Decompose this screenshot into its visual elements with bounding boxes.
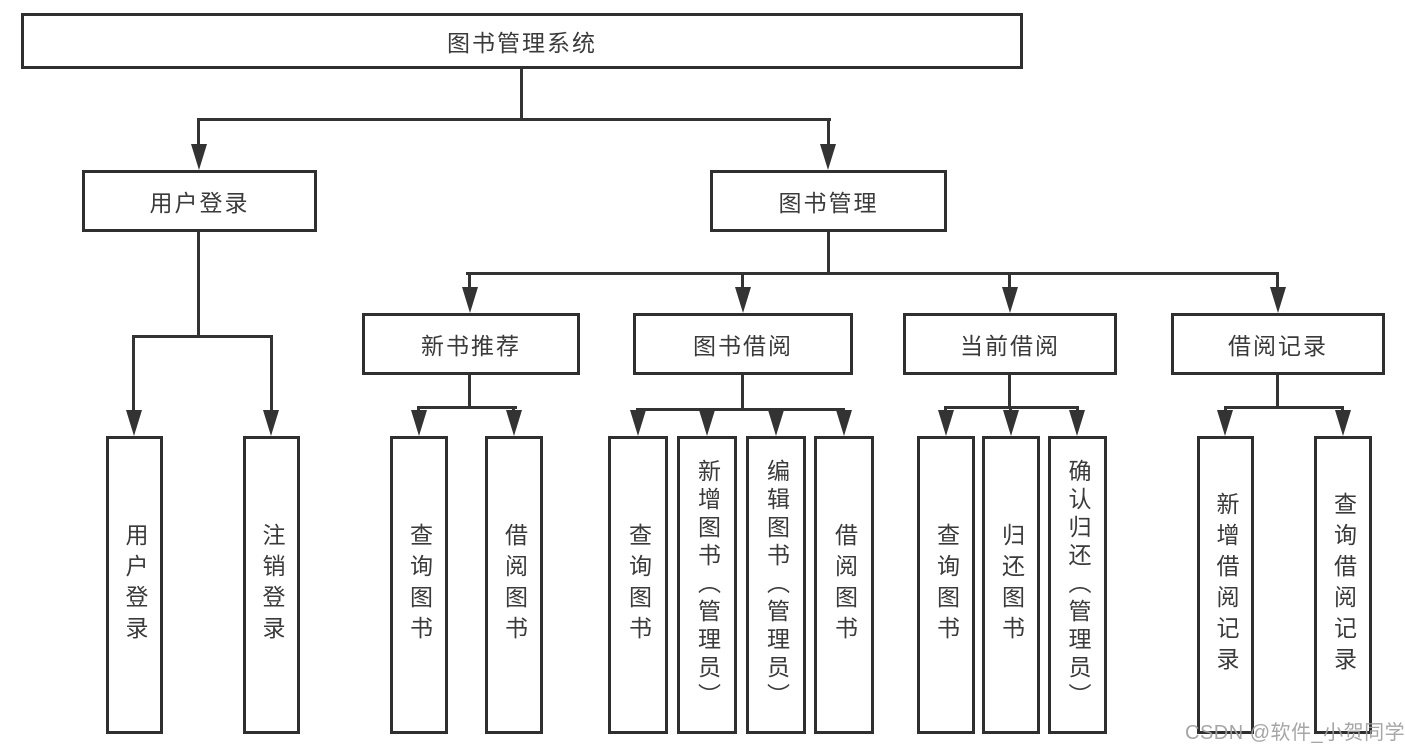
leaf-return-books-label: 归还图书 bbox=[998, 523, 1025, 647]
connector-hline-new-book-recommend bbox=[417, 406, 517, 409]
leaf-add-borrow-record-label: 新增借阅记录 bbox=[1213, 492, 1239, 678]
leaf-return-books: 归还图书 bbox=[982, 436, 1040, 734]
connector-stem-borrow-record bbox=[1276, 375, 1279, 409]
connector-drop-borrow-record bbox=[1276, 272, 1279, 292]
arrow-down-borrow-record bbox=[1270, 287, 1286, 313]
arrow-down-cb-confirm bbox=[1069, 410, 1085, 436]
leaf-add-books-admin: 新增图书（管理员） bbox=[677, 436, 737, 734]
arrow-down-cb-query bbox=[938, 410, 954, 436]
leaf-user-login: 用户登录 bbox=[106, 436, 163, 734]
connector-stem-new-book-recommend bbox=[468, 375, 471, 409]
leaf-borrow-books: 借阅图书 bbox=[814, 436, 874, 734]
leaf-query-borrow-record: 查询借阅记录 bbox=[1314, 436, 1372, 734]
connector-drop-current-borrow bbox=[1008, 272, 1011, 292]
arrow-down-user-login-leaf bbox=[126, 410, 142, 436]
arrow-down-recommend-query bbox=[411, 410, 427, 436]
node-book-management-label: 图书管理 bbox=[778, 190, 879, 216]
node-user-login: 用户登录 bbox=[82, 170, 317, 232]
connector-stem-book-management bbox=[827, 232, 830, 275]
leaf-add-books-admin-label: 新增图书（管理员） bbox=[694, 459, 721, 711]
leaf-current-query-books: 查询图书 bbox=[917, 436, 975, 734]
leaf-edit-books-admin: 编辑图书（管理员） bbox=[746, 436, 806, 734]
arrow-down-bb-query bbox=[630, 410, 646, 436]
connector-drop-book-management bbox=[827, 118, 830, 148]
connector-hline-borrow-record bbox=[1224, 406, 1344, 409]
leaf-borrow-books-label: 借阅图书 bbox=[831, 523, 858, 647]
node-root-label: 图书管理系统 bbox=[447, 30, 597, 56]
arrow-down-logout-leaf bbox=[263, 410, 279, 436]
node-new-book-recommend: 新书推荐 bbox=[362, 313, 580, 375]
connector-drop-user-login-leaf bbox=[132, 335, 135, 412]
arrow-down-new-book-recommend bbox=[462, 287, 478, 313]
connector-drop-book-borrow bbox=[741, 272, 744, 292]
node-borrow-record: 借阅记录 bbox=[1171, 313, 1385, 375]
leaf-borrow-query-books: 查询图书 bbox=[608, 436, 668, 734]
leaf-borrow-query-books-label: 查询图书 bbox=[625, 523, 652, 647]
arrow-down-bb-edit bbox=[768, 410, 784, 436]
arrow-down-bb-add bbox=[699, 410, 715, 436]
leaf-recommend-borrow-books-label: 借阅图书 bbox=[501, 523, 528, 647]
leaf-confirm-return-admin: 确认归还（管理员） bbox=[1048, 436, 1107, 734]
node-book-borrow-label: 图书借阅 bbox=[693, 333, 793, 359]
leaf-add-borrow-record: 新增借阅记录 bbox=[1197, 436, 1254, 734]
arrow-down-current-borrow bbox=[1002, 287, 1018, 313]
csdn-watermark: CSDN @软件_小贺同学 bbox=[1185, 722, 1405, 744]
node-root: 图书管理系统 bbox=[21, 13, 1023, 69]
leaf-logout: 注销登录 bbox=[243, 436, 300, 734]
leaf-recommend-borrow-books: 借阅图书 bbox=[485, 436, 543, 734]
connector-stem-current-borrow bbox=[1008, 375, 1011, 409]
leaf-query-borrow-record-label: 查询借阅记录 bbox=[1330, 492, 1357, 678]
node-current-borrow: 当前借阅 bbox=[903, 313, 1117, 375]
connector-drop-new-book-recommend bbox=[468, 272, 471, 292]
arrow-down-cb-return bbox=[1003, 410, 1019, 436]
arrow-down-br-query bbox=[1335, 410, 1351, 436]
leaf-logout-label: 注销登录 bbox=[259, 523, 285, 647]
connector-stem-book-borrow bbox=[741, 375, 744, 411]
connector-hline-book-borrow bbox=[636, 408, 845, 411]
leaf-edit-books-admin-label: 编辑图书（管理员） bbox=[763, 459, 790, 711]
connector-drop-logout-leaf bbox=[270, 335, 273, 412]
leaf-recommend-query-books: 查询图书 bbox=[390, 436, 448, 734]
connector-stem-user-login bbox=[197, 232, 200, 338]
node-borrow-record-label: 借阅记录 bbox=[1228, 333, 1328, 359]
leaf-current-query-books-label: 查询图书 bbox=[933, 523, 960, 647]
leaf-recommend-query-books-label: 查询图书 bbox=[406, 523, 433, 647]
arrow-down-user-login bbox=[191, 144, 207, 170]
connector-hline-user-login bbox=[132, 335, 273, 338]
connector-stem-root bbox=[520, 69, 523, 121]
leaf-confirm-return-admin-label: 确认归还（管理员） bbox=[1065, 459, 1091, 711]
connector-drop-user-login bbox=[197, 118, 200, 148]
node-current-borrow-label: 当前借阅 bbox=[960, 333, 1060, 359]
arrow-down-br-add bbox=[1217, 410, 1233, 436]
node-book-borrow: 图书借阅 bbox=[633, 313, 853, 375]
node-book-management: 图书管理 bbox=[710, 170, 947, 232]
arrow-down-book-management bbox=[820, 144, 836, 170]
connector-hline-level3 bbox=[466, 272, 1279, 275]
node-new-book-recommend-label: 新书推荐 bbox=[421, 333, 521, 359]
connector-hline-level2 bbox=[197, 118, 831, 121]
leaf-user-login-label: 用户登录 bbox=[122, 523, 148, 647]
arrow-down-bb-borrow bbox=[836, 410, 852, 436]
arrow-down-recommend-borrow bbox=[506, 410, 522, 436]
arrow-down-book-borrow bbox=[735, 287, 751, 313]
node-user-login-label: 用户登录 bbox=[149, 190, 250, 216]
